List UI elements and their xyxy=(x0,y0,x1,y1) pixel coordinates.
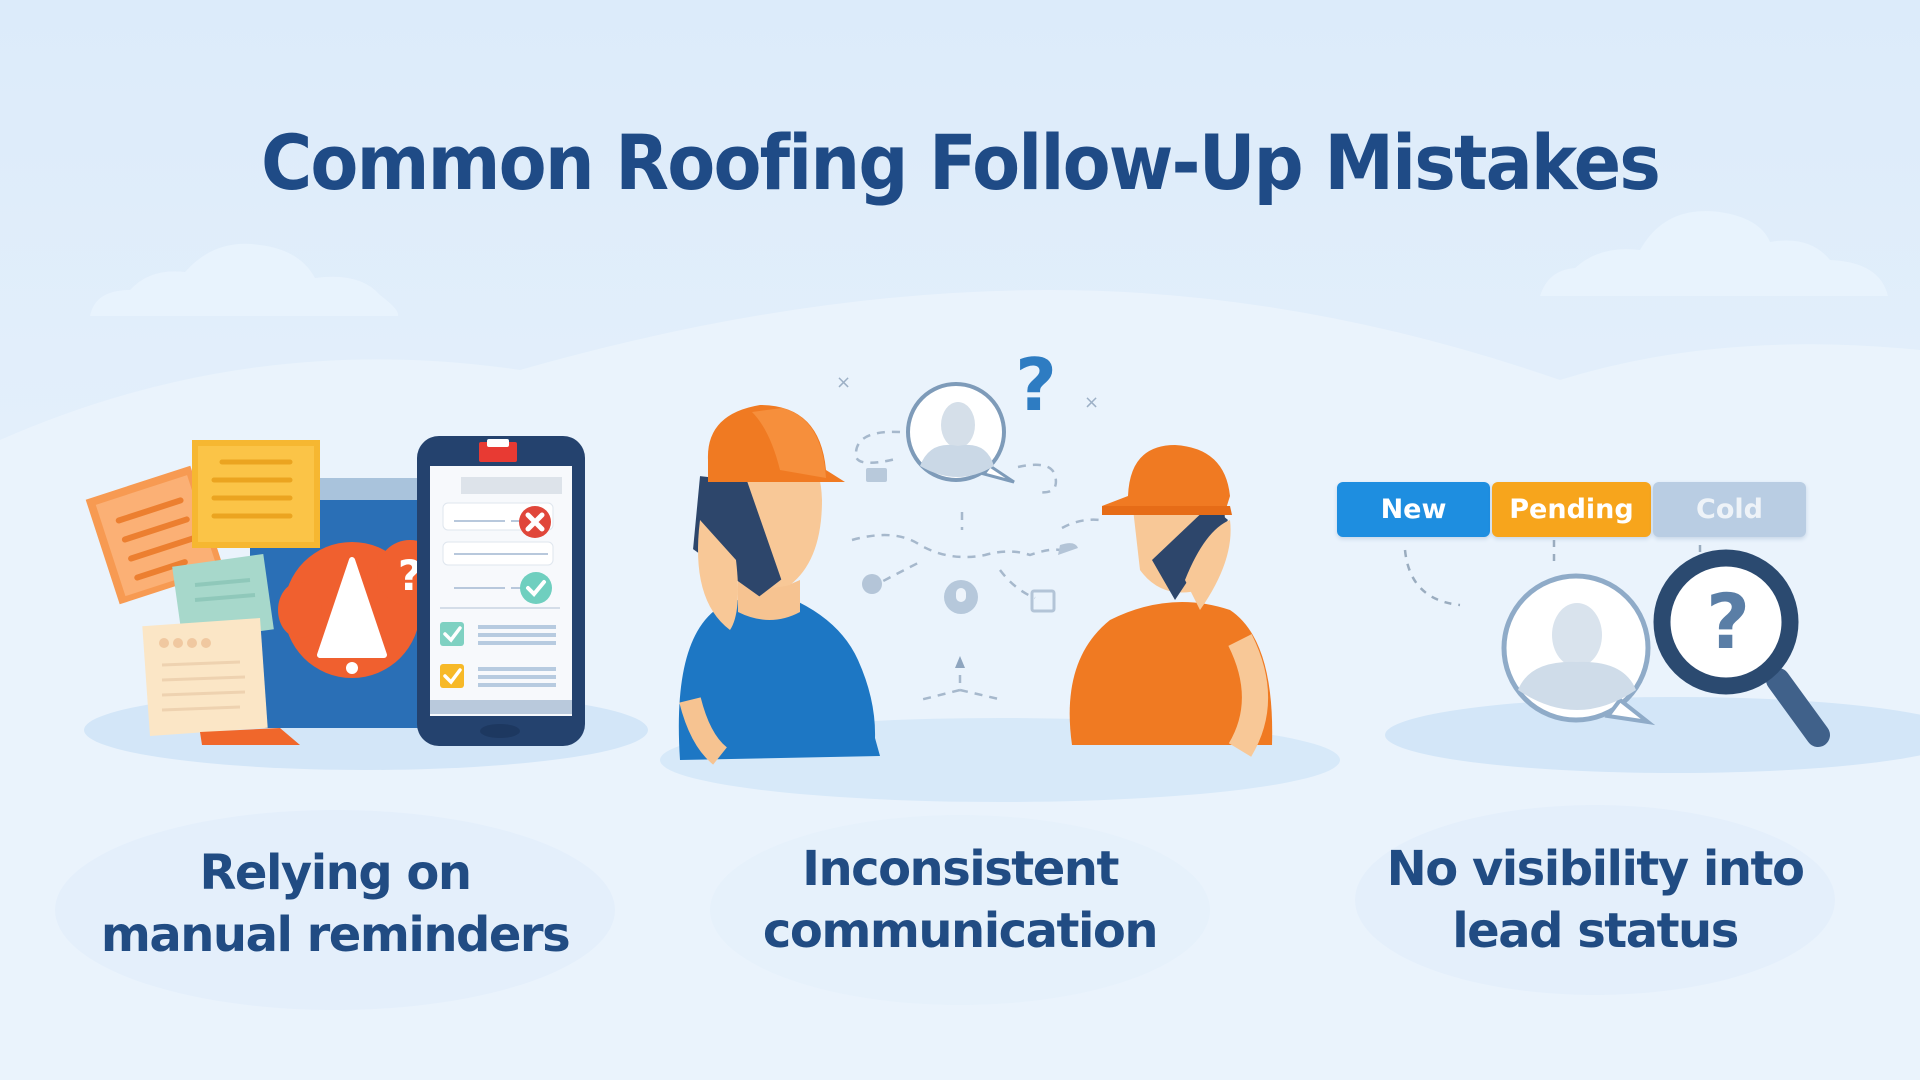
worker-orange-icon xyxy=(1069,445,1273,757)
contact-bubble-icon xyxy=(1501,573,1656,726)
ground-right xyxy=(1385,697,1920,773)
caption-line: Relying on xyxy=(199,845,472,901)
caption-line: communication xyxy=(762,903,1159,959)
contact-bubble-icon xyxy=(906,382,1015,484)
caption-line: lead status xyxy=(1452,903,1739,959)
cloud-right xyxy=(1540,211,1888,296)
question-mark-icon: ? xyxy=(1015,343,1057,427)
worker-blue-icon xyxy=(678,405,880,765)
caption-manual-reminders: Relying on manual reminders xyxy=(80,842,590,966)
caption-line: No visibility into xyxy=(1386,841,1805,897)
status-chip-new: New xyxy=(1337,482,1490,537)
caption-line: manual reminders xyxy=(100,907,571,963)
bag-icon xyxy=(1030,589,1056,613)
svg-text:?: ? xyxy=(1706,577,1750,666)
page-title: Common Roofing Follow-Up Mistakes xyxy=(260,118,1661,207)
cloud-left xyxy=(90,243,399,316)
caption-lead-status: No visibility into lead status xyxy=(1350,838,1840,962)
lock-icon xyxy=(956,588,966,602)
caption-inconsistent-communication: Inconsistent communication xyxy=(710,838,1210,962)
svg-text:×: × xyxy=(1084,392,1099,413)
status-chip-cold: Cold xyxy=(1653,482,1806,537)
magnifier-question-icon: ? xyxy=(1653,549,1830,747)
caption-line: Inconsistent xyxy=(802,841,1119,897)
status-chip-pending: Pending xyxy=(1492,482,1651,537)
svg-text:×: × xyxy=(836,372,851,393)
